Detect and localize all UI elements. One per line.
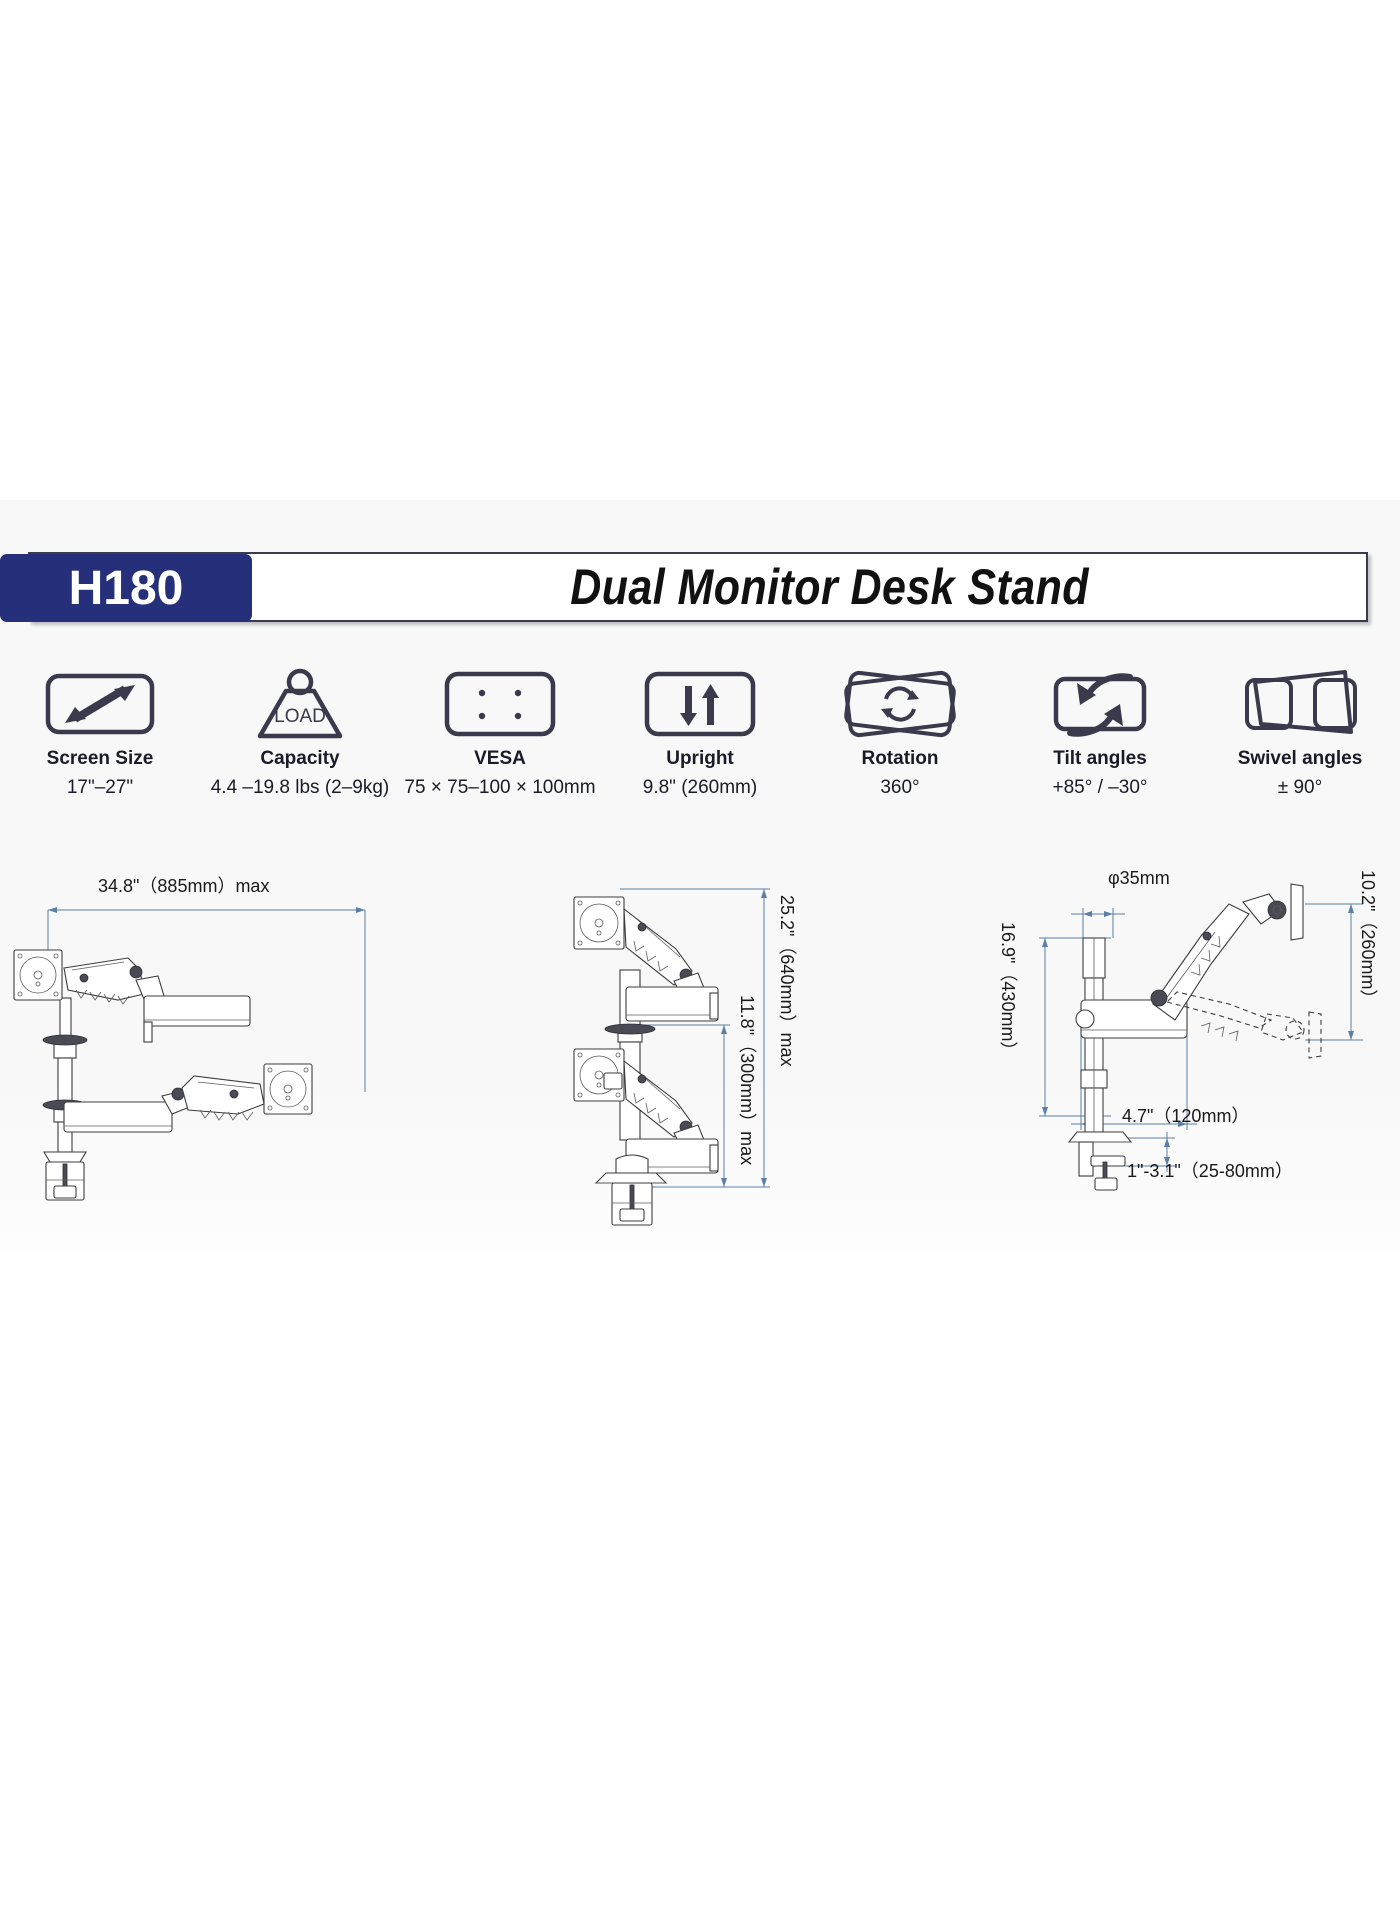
spec-value-vesa: 75 × 75–100 × 100mm bbox=[404, 777, 596, 798]
screen-size-icon bbox=[45, 668, 155, 740]
spec-value-tilt-angles: +85° / –30° bbox=[1052, 777, 1148, 798]
spec-item-screen-size: Screen Size 17"–27" bbox=[0, 668, 200, 799]
product-header: H180 Dual Monitor Desk Stand bbox=[0, 552, 1372, 624]
spec-label-tilt-angles: Tilt angles bbox=[1053, 748, 1147, 769]
dual-arm-front-height-drawing: 25.2"（640mm）max 11.8"（300mm）max bbox=[520, 875, 850, 1235]
model-number-label: H180 bbox=[68, 561, 184, 615]
spec-value-screen-size: 17"–27" bbox=[66, 777, 134, 798]
spec-item-tilt-angles: Tilt angles +85° / –30° bbox=[1000, 668, 1200, 799]
tilt-angles-icon bbox=[1044, 668, 1156, 740]
dim-label-span: 34.8"（885mm）max bbox=[98, 876, 270, 896]
spec-label-rotation: Rotation bbox=[861, 748, 939, 769]
spec-value-capacity: 4.4 –19.8 lbs (2–9kg) bbox=[210, 777, 390, 798]
dim-label-vertical-travel: 10.2"（260mm） bbox=[1358, 870, 1378, 1008]
spec-label-screen-size: Screen Size bbox=[46, 748, 154, 769]
product-title-label: Dual Monitor Desk Stand bbox=[570, 559, 1090, 615]
model-number-badge: H180 bbox=[0, 554, 252, 622]
swivel-angles-icon bbox=[1239, 668, 1361, 740]
dim-label-base-depth: 4.7"（120mm） bbox=[1122, 1106, 1250, 1126]
spec-label-swivel-angles: Swivel angles bbox=[1237, 748, 1363, 769]
dual-arm-top-span-drawing: 34.8"（885mm）max bbox=[10, 876, 410, 1230]
up-down-arrows-icon bbox=[644, 668, 756, 740]
spec-item-swivel-angles: Swivel angles ± 90° bbox=[1200, 668, 1400, 799]
single-arm-side-reach-drawing: φ35mm 16.9"（430mm） 10.2"（260mm） 4.7"（120… bbox=[998, 868, 1395, 1220]
spec-label-capacity: Capacity bbox=[260, 748, 340, 769]
specification-row: Screen Size 17"–27" LOAD Capacity 4.4 –1… bbox=[0, 668, 1400, 799]
dim-label-lift-height: 11.8"（300mm）max bbox=[737, 995, 757, 1166]
dim-label-pole-height: 16.9"（430mm） bbox=[998, 922, 1018, 1060]
spec-item-rotation: Rotation 360° bbox=[800, 668, 1000, 799]
spec-value-rotation: 360° bbox=[880, 777, 920, 798]
spec-value-upright: 9.8" (260mm) bbox=[642, 777, 758, 798]
spec-item-vesa: VESA 75 × 75–100 × 100mm bbox=[400, 668, 600, 799]
dim-label-pole-diameter: φ35mm bbox=[1108, 868, 1170, 888]
spec-label-upright: Upright bbox=[666, 748, 734, 769]
dim-label-total-height: 25.2"（640mm）max bbox=[777, 895, 797, 1067]
spec-item-upright: Upright 9.8" (260mm) bbox=[600, 668, 800, 799]
spec-value-swivel-angles: ± 90° bbox=[1277, 777, 1323, 798]
spec-label-vesa: VESA bbox=[474, 748, 526, 769]
load-weight-icon: LOAD bbox=[245, 668, 355, 740]
dim-label-clamp-range: 1"-3.1"（25-80mm） bbox=[1127, 1161, 1293, 1181]
vesa-plate-icon bbox=[444, 668, 556, 740]
spec-item-capacity: LOAD Capacity 4.4 –19.8 lbs (2–9kg) bbox=[200, 668, 400, 799]
rotation-icon bbox=[840, 668, 960, 740]
load-icon-text: LOAD bbox=[274, 706, 326, 727]
product-title: Dual Monitor Desk Stand bbox=[300, 554, 1360, 620]
